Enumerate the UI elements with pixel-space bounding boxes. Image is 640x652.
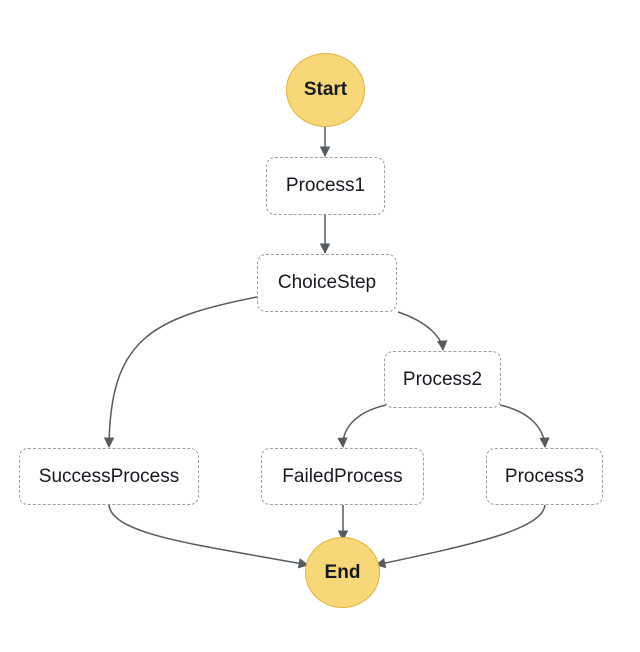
process2-node[interactable]: Process2 — [384, 351, 501, 408]
end-node[interactable]: End — [305, 537, 380, 608]
failedprocess-node-label: FailedProcess — [282, 465, 403, 487]
choicestep-node-label: ChoiceStep — [277, 272, 377, 293]
successprocess-node-label: SuccessProcess — [38, 465, 180, 487]
process1-node-label: Process1 — [285, 175, 366, 196]
process1-node[interactable]: Process1 — [266, 157, 385, 215]
start-node[interactable]: Start — [286, 53, 365, 127]
process2-node-label: Process2 — [402, 368, 483, 390]
edge-process3-end — [374, 504, 546, 569]
edge-process2-process3 — [499, 404, 550, 449]
failedprocess-node[interactable]: FailedProcess — [261, 448, 424, 505]
end-node-label: End — [324, 561, 361, 583]
start-node-label: Start — [303, 79, 348, 100]
process3-node[interactable]: Process3 — [486, 448, 603, 505]
choicestep-node[interactable]: ChoiceStep — [257, 254, 397, 312]
edge-process2-failedprocess — [337, 404, 387, 449]
edge-successprocess-end — [108, 504, 310, 569]
successprocess-node[interactable]: SuccessProcess — [19, 448, 199, 505]
edge-choicestep-process2 — [397, 311, 448, 352]
process3-node-label: Process3 — [504, 465, 585, 487]
edge-choicestep-successprocess — [103, 296, 258, 449]
